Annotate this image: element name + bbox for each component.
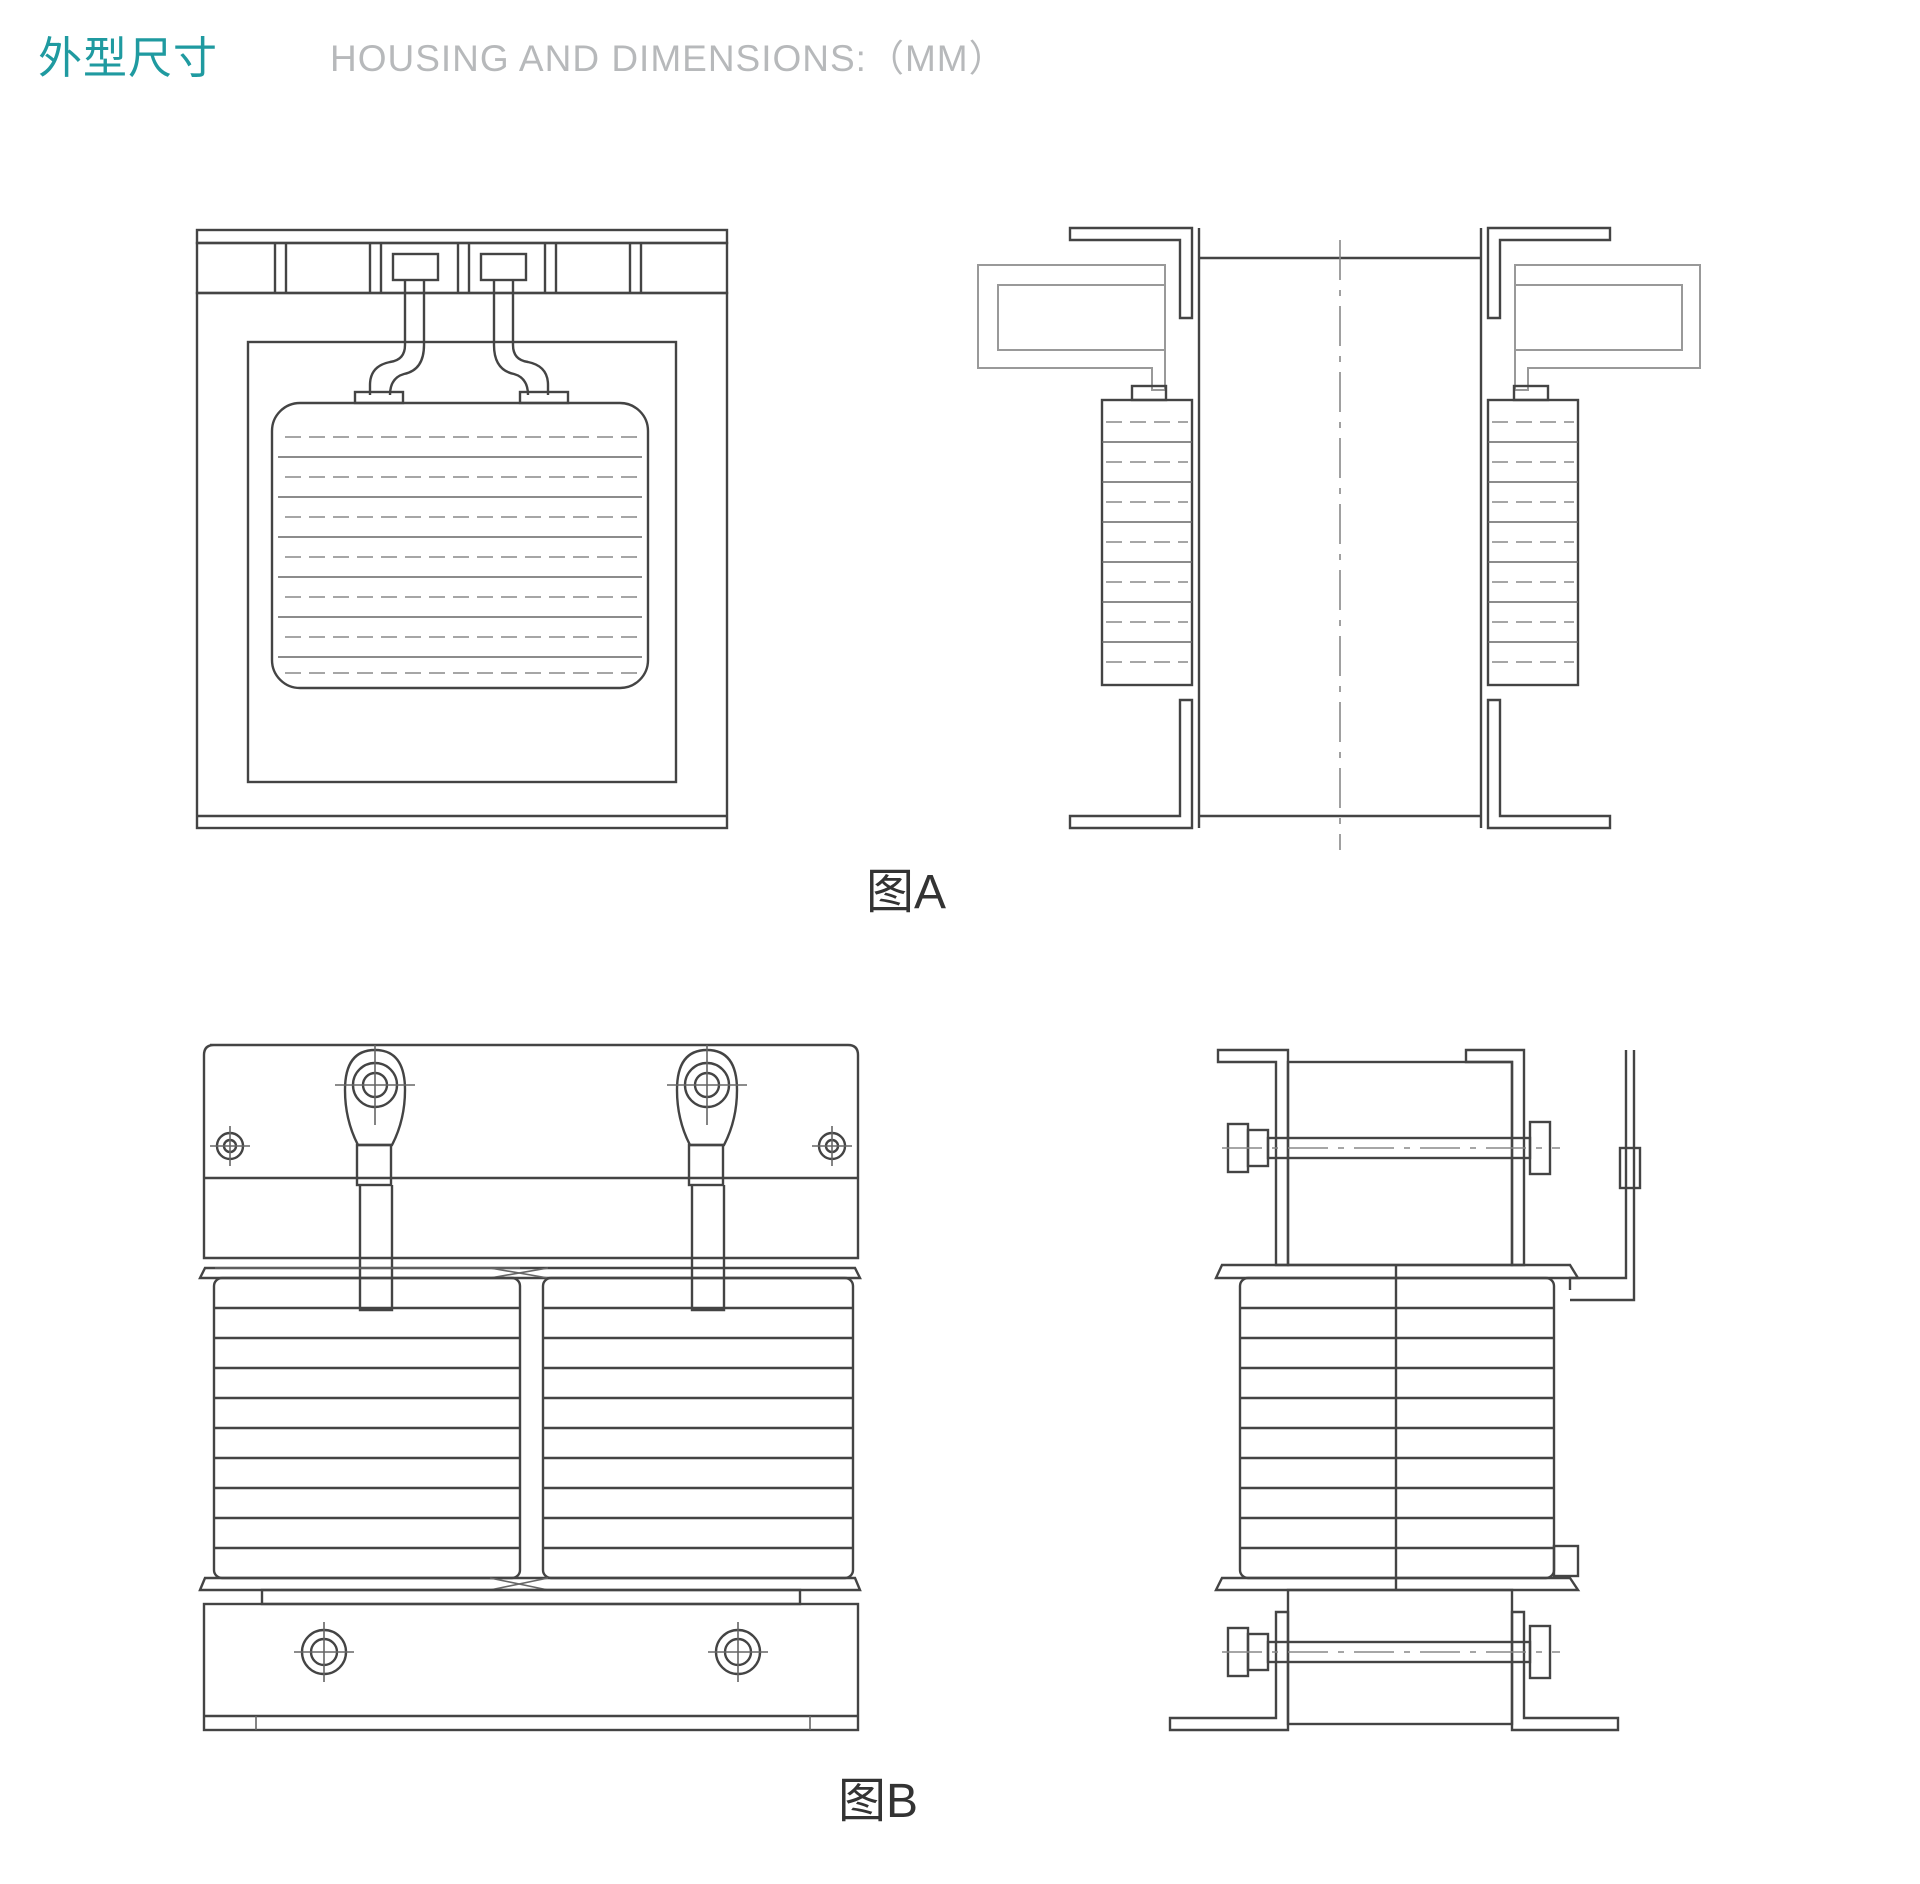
figure-b-left-coil (212, 1276, 522, 1580)
figure-b-terminal-right (667, 1045, 747, 1312)
figure-a-front-view (195, 228, 729, 830)
figure-b-side-view (1168, 1048, 1642, 1732)
figure-b-side-upper-bolt (1222, 1120, 1560, 1176)
figure-b-bottom-bolt-right (708, 1622, 768, 1682)
figure-b-bolt-left (210, 1126, 250, 1166)
figure-b-front-view (198, 1043, 862, 1732)
figure-b-side-lower-bolt (1222, 1624, 1560, 1680)
figure-a-side-right-coil-windings (1488, 421, 1578, 663)
figure-b-terminal-left (335, 1045, 415, 1312)
figure-b-bolt-right (812, 1126, 852, 1166)
figure-a-caption: 图A (866, 866, 947, 919)
page-subtitle: HOUSING AND DIMENSIONS:（MM） (330, 38, 1007, 79)
figure-a-side-left-coil-windings (1102, 421, 1192, 663)
figure-b-side-coil (1238, 1265, 1580, 1590)
figure-b-right-coil (541, 1276, 855, 1580)
figure-b-caption: 图B (838, 1775, 919, 1828)
figure-a-coil-windings (278, 436, 642, 674)
figure-a-side-view (977, 226, 1701, 850)
figure-b-bottom-bolt-left (294, 1622, 354, 1682)
page-header: 外型尺寸 HOUSING AND DIMENSIONS:（MM） (0, 0, 1920, 110)
page-title: 外型尺寸 (38, 33, 218, 84)
